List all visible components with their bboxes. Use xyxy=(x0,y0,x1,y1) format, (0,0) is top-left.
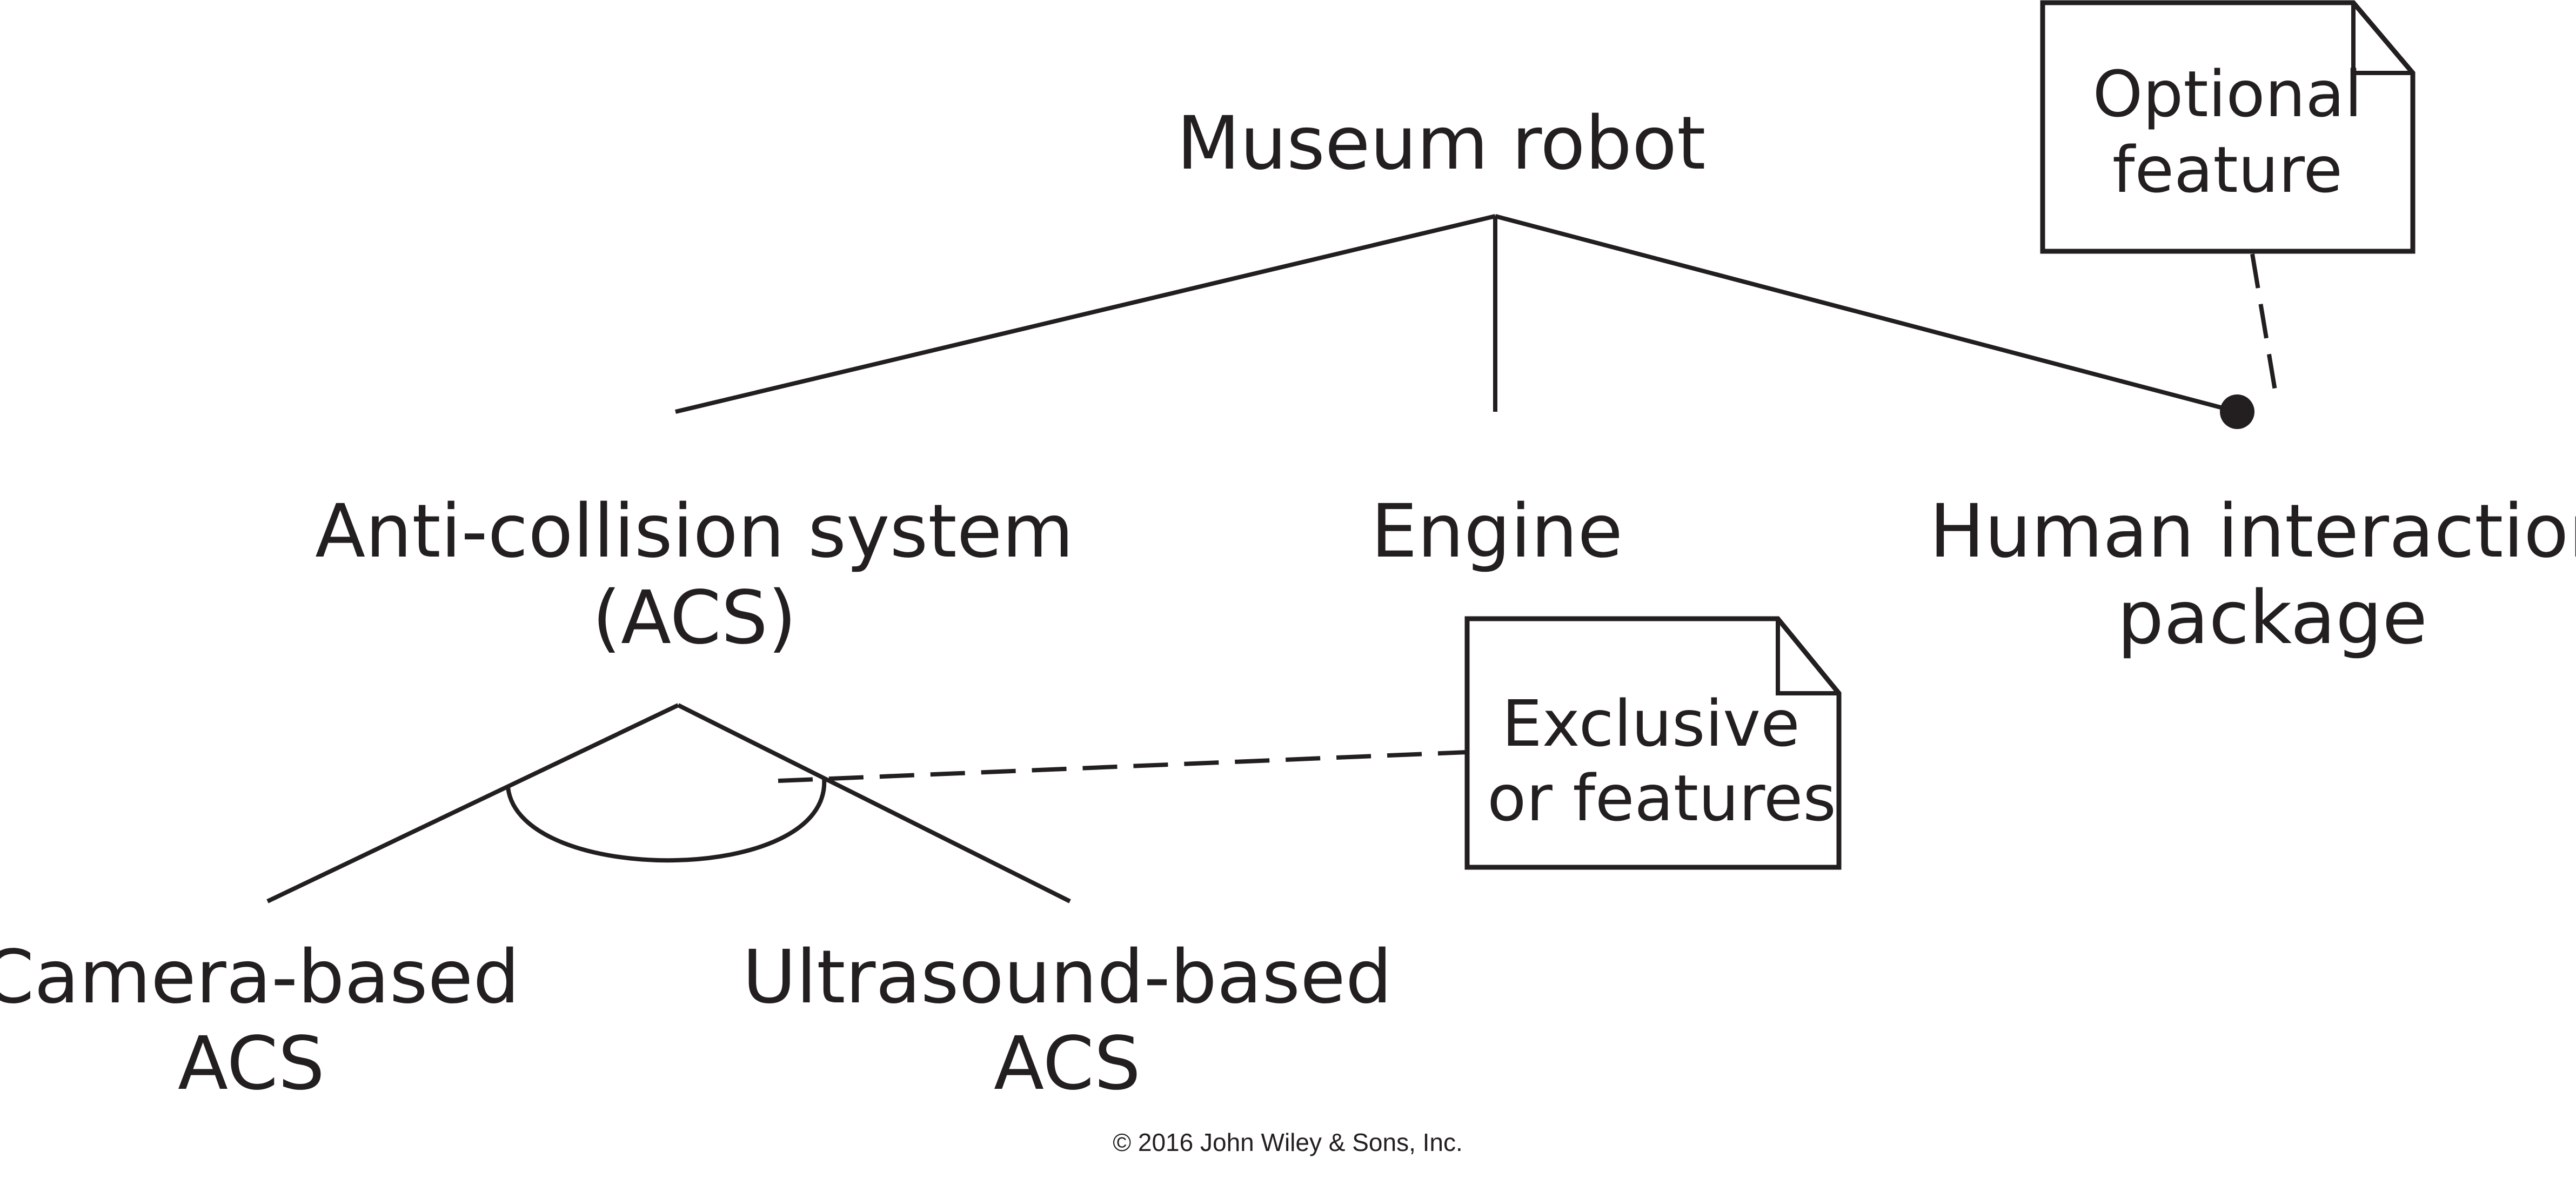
node-ultrasound-acs-label-line1: Ultrasound-based xyxy=(742,935,1392,1020)
node-museum-robot-label: Museum robot xyxy=(1177,101,1706,186)
node-human-interaction-label-line2: package xyxy=(2117,575,2427,661)
note-exclusive-fold xyxy=(1776,619,1839,695)
copyright-notice: © 2016 John Wiley & Sons, Inc. xyxy=(1113,1128,1463,1156)
node-camera-acs-label-line1: Camera-based xyxy=(0,935,520,1020)
node-acs-label-line2: (ACS) xyxy=(592,575,797,661)
note-exclusive-box xyxy=(1464,616,1842,870)
node-camera-acs-label-line2: ACS xyxy=(178,1021,325,1107)
node-ultrasound-acs-label-line2: ACS xyxy=(994,1021,1141,1107)
note-optional-feature-line1: Optional xyxy=(2093,57,2363,131)
note-exclusive-line2: or features xyxy=(1487,761,1836,835)
note-optional-feature-line2: feature xyxy=(2112,132,2343,207)
note-exclusive-connector xyxy=(778,750,1468,783)
edge-root-to-acs xyxy=(675,214,1496,414)
note-optional-feature-connector xyxy=(2250,253,2279,400)
edge-root-to-human xyxy=(1494,214,2238,414)
optional-feature-marker xyxy=(2220,394,2254,429)
node-human-interaction-label-line1: Human interaction xyxy=(1929,489,2576,574)
exclusive-or-arc xyxy=(506,778,827,863)
note-optional-feature-box xyxy=(2040,0,2416,254)
edge-acs-to-ultrasound xyxy=(677,703,1071,903)
node-acs-label-line1: Anti-collision system xyxy=(315,489,1074,574)
edge-acs-to-camera xyxy=(266,703,679,903)
note-exclusive-line1: Exclusive xyxy=(1502,686,1799,761)
note-optional-feature-fold xyxy=(2351,3,2413,75)
node-engine-label: Engine xyxy=(1371,489,1623,574)
